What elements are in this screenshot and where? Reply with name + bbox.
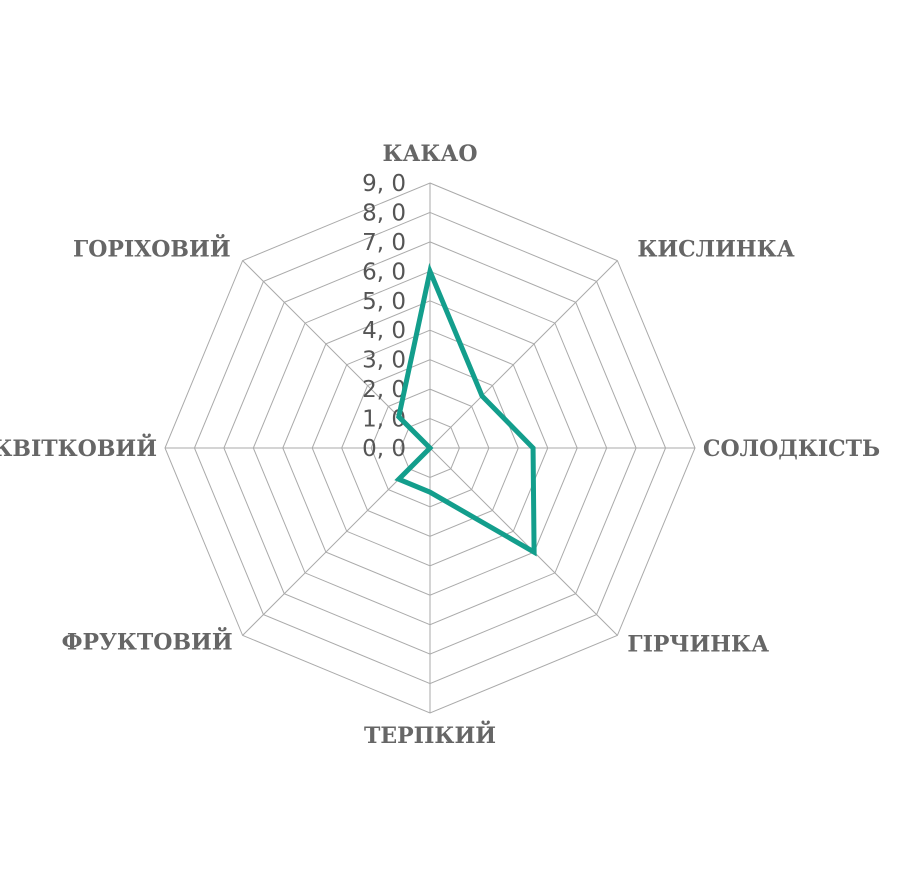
axis-label: ГОРІХОВИЙ [73, 234, 231, 263]
axis-spoke [429, 447, 618, 636]
tick-label: 4, 0 [362, 318, 406, 344]
axis-label: КВІТКОВИЙ [0, 433, 157, 462]
axis-spoke [429, 260, 618, 449]
axis-label: КАКАО [382, 141, 477, 167]
axis-label: ГІРЧИНКА [627, 631, 769, 657]
tick-label: 2, 0 [362, 377, 406, 403]
tick-label: 0, 0 [362, 436, 406, 462]
tick-label: 7, 0 [362, 230, 406, 256]
tick-label: 6, 0 [362, 259, 406, 285]
tick-label: 8, 0 [362, 200, 406, 226]
tick-label: 5, 0 [362, 289, 406, 315]
axis-label: СОЛОДКІСТЬ [703, 436, 880, 462]
axis-label: КИСЛИНКА [637, 237, 794, 263]
tick-label: 9, 0 [362, 171, 406, 197]
axis-label: ФРУКТОВИЙ [62, 626, 233, 655]
tick-label: 3, 0 [362, 348, 406, 374]
axis-label: ТЕРПКИЙ [364, 720, 496, 749]
